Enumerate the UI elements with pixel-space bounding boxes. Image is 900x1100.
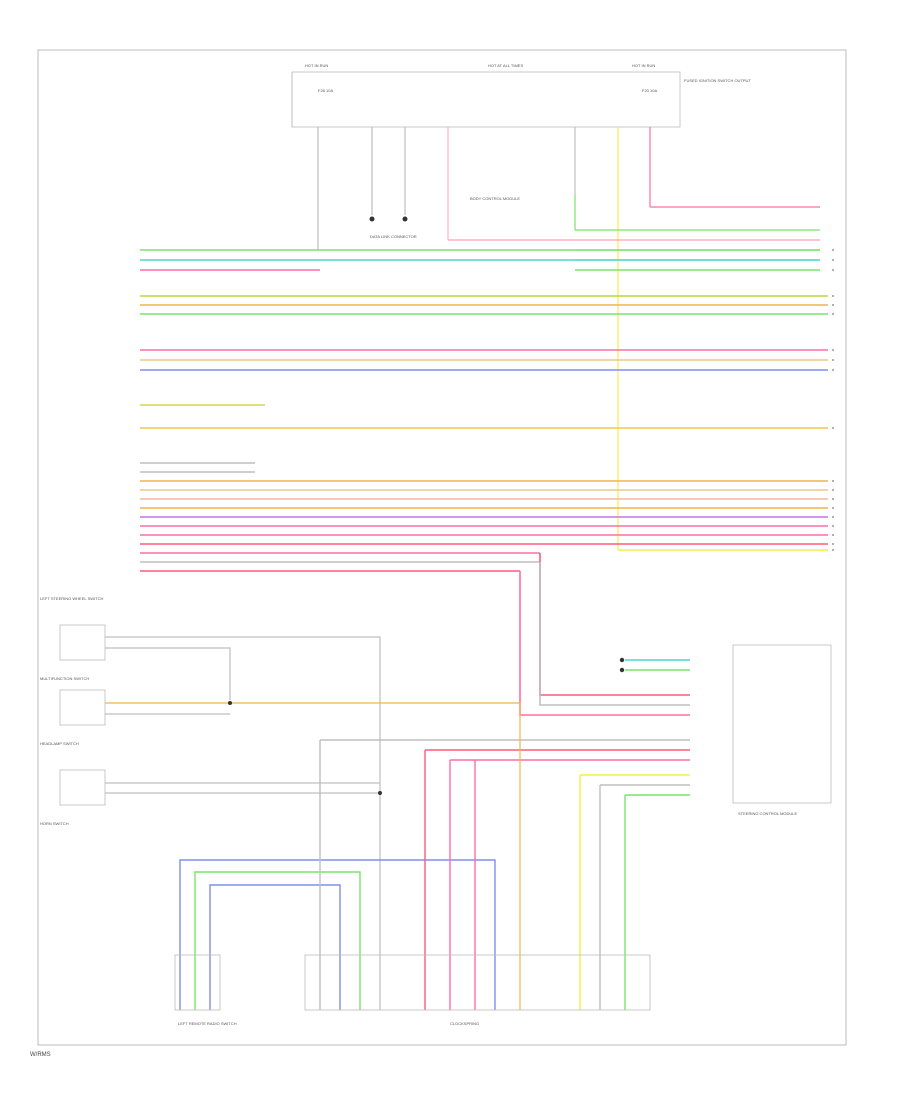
fuse-right-label: F20 10A (642, 88, 657, 93)
ground-dot-3 (619, 657, 625, 663)
clockspring-label: CLOCKSPRING (450, 1021, 479, 1026)
fuse-left-label: F28 10A (318, 88, 333, 93)
footer-label: W/RMS (30, 1052, 51, 1058)
bus-wires (140, 249, 828, 572)
ground-dot-1 (369, 216, 375, 222)
right-terminals (832, 249, 834, 551)
splice-dot-1 (228, 701, 232, 705)
splice-dot-2 (378, 791, 382, 795)
ground-dot-2 (402, 216, 408, 222)
left-switch-wires (105, 636, 521, 1010)
diagram-frame (37, 49, 847, 1046)
hot-in-run-left: HOT IN RUN (305, 63, 328, 68)
hot-at-all-times: HOT AT ALL TIMES (488, 63, 523, 68)
fused-ignition-label: FUSED IGNITION SWITCH OUTPUT (684, 78, 751, 83)
multifunction-label: MULTIFUNCTION SWITCH (40, 676, 89, 681)
bottom-wires (179, 740, 626, 1010)
steering-control-module: STEERING CONTROL MODULE (732, 644, 832, 816)
left-remote-switch-label: LEFT REMOTE RADIO SWITCH (178, 1021, 237, 1026)
data-link-label: DATA LINK CONNECTOR (370, 234, 417, 239)
top-vertical-wires (317, 127, 820, 550)
ground-dot-4 (619, 667, 625, 673)
bottom-modules (174, 954, 651, 1011)
right-routing-wires (320, 553, 690, 796)
left-switches (59, 624, 106, 806)
headlamp-switch-label: HEADLAMP SWITCH (40, 741, 79, 746)
power-distribution-block: HOT IN RUN HOT AT ALL TIMES HOT IN RUN F… (291, 63, 751, 128)
hot-in-run-right: HOT IN RUN (632, 63, 655, 68)
left-steering-label: LEFT STEERING WHEEL SWITCH (40, 596, 103, 601)
horn-switch-label: HORN SWITCH (40, 821, 69, 826)
steering-module-label: STEERING CONTROL MODULE (738, 811, 798, 816)
bcm-top-label: BODY CONTROL MODULE (470, 196, 520, 201)
